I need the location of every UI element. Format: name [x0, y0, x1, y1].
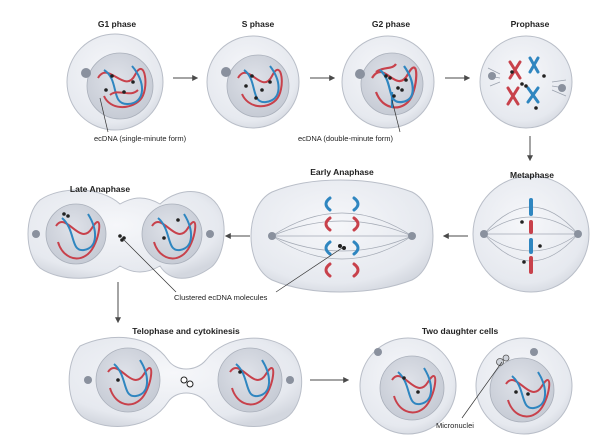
g1-title: G1 phase: [98, 19, 137, 29]
centrosome-icon: [84, 376, 92, 384]
centrosome-icon: [268, 232, 276, 240]
s-title: S phase: [242, 19, 275, 29]
micronucleus: [502, 354, 510, 362]
centrosome-icon: [530, 348, 538, 356]
centrosome-icon: [374, 348, 382, 356]
centrosome-icon: [574, 230, 582, 238]
centrosome-icon: [488, 72, 496, 80]
daughter-cell-right: [475, 337, 573, 435]
late-anaphase-title: Late Anaphase: [70, 184, 130, 194]
telophase-cell: [68, 336, 303, 427]
centrosome-icon: [32, 230, 40, 238]
g2-cell: [341, 35, 435, 129]
s-cell: [206, 35, 300, 129]
early-anaphase-title: Early Anaphase: [310, 167, 374, 177]
g1-cell: [66, 33, 164, 131]
prophase-title: Prophase: [511, 19, 550, 29]
g2-title: G2 phase: [372, 19, 411, 29]
early-anaphase-cell: [250, 179, 434, 293]
micronucleus: [496, 358, 504, 366]
centrosome-icon: [408, 232, 416, 240]
centrosome-icon: [558, 84, 566, 92]
single-minute-callout: ecDNA (single-minute form): [94, 134, 187, 143]
centrosome-icon: [286, 376, 294, 384]
telophase-title: Telophase and cytokinesis: [132, 326, 240, 336]
clustered-callout: Clustered ecDNA molecules: [174, 293, 268, 302]
late-anaphase-cell: [27, 189, 225, 279]
double-minute-callout: ecDNA (double-minute form): [298, 134, 394, 143]
micronuclei-callout: Micronuclei: [436, 421, 474, 430]
centrosome-icon: [81, 68, 91, 78]
centrosome-icon: [221, 67, 231, 77]
metaphase-title: Metaphase: [510, 170, 554, 180]
prophase-cell: [479, 35, 573, 129]
centrosome-icon: [480, 230, 488, 238]
daughters-title: Two daughter cells: [422, 326, 499, 336]
metaphase-cell: [472, 175, 590, 293]
daughter-cell-left: [359, 337, 457, 435]
centrosome-icon: [206, 230, 214, 238]
centrosome-icon: [355, 69, 365, 79]
